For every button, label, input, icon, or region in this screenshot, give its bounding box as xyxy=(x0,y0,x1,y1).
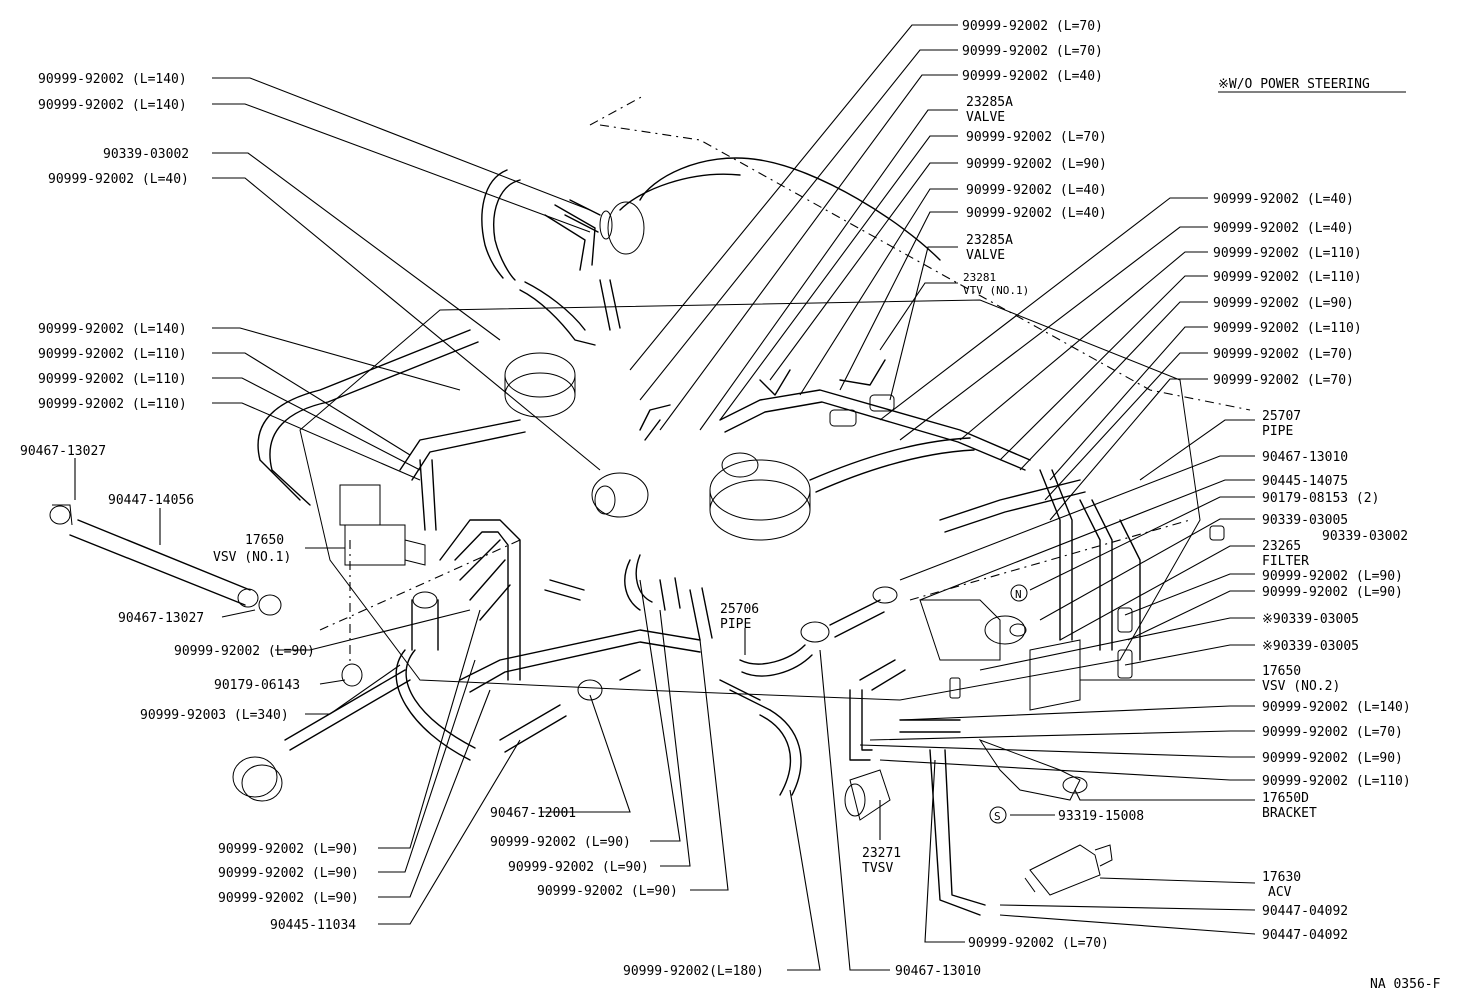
label-q9-part: 25707 xyxy=(1262,409,1301,424)
label-q17: 90999-92002 (L=90) xyxy=(1262,585,1403,600)
label-q23: 90999-92002 (L=90) xyxy=(1262,751,1403,766)
label-r10-name: VTV (NO.1) xyxy=(963,284,1029,297)
label-r9-part: 23285A xyxy=(966,233,1013,248)
label-b2: 90999-92002 (L=90) xyxy=(218,866,359,881)
label-b10: 90467-13010 xyxy=(895,964,981,979)
label-m2-name: TVSV xyxy=(862,861,893,876)
label-b3: 90999-92002 (L=90) xyxy=(218,891,359,906)
label-r10-part: 23281 xyxy=(963,271,996,284)
label-l14: 90179-06143 xyxy=(214,678,300,693)
label-b6: 90999-92002 (L=90) xyxy=(490,835,631,850)
label-r1: 90999-92002 (L=70) xyxy=(962,19,1103,34)
label-q13: 90339-03005 xyxy=(1262,513,1348,528)
label-l5: 90999-92002 (L=140) xyxy=(38,322,187,337)
label-l3: 90339-03002 xyxy=(103,147,189,162)
label-l8: 90999-92002 (L=110) xyxy=(38,397,187,412)
label-q8: 90999-92002 (L=70) xyxy=(1213,373,1354,388)
label-q6: 90999-92002 (L=110) xyxy=(1213,321,1362,336)
label-l1: 90999-92002 (L=140) xyxy=(38,72,187,87)
label-q14: 90339-03002 xyxy=(1322,529,1408,544)
label-r8: 90999-92002 (L=40) xyxy=(966,206,1107,221)
label-b4: 90445-11034 xyxy=(270,918,356,933)
label-q19: ※90339-03005 xyxy=(1262,639,1359,654)
label-q21: 90999-92002 (L=140) xyxy=(1262,700,1411,715)
label-l11-name: VSV (NO.1) xyxy=(213,550,291,565)
mark-n-letter: N xyxy=(1015,588,1022,601)
label-q10: 90467-13010 xyxy=(1262,450,1348,465)
label-r5: 90999-92002 (L=70) xyxy=(966,130,1107,145)
label-q15-part: 23265 xyxy=(1262,539,1301,554)
label-q28: 90447-04092 xyxy=(1262,904,1348,919)
label-q4: 90999-92002 (L=110) xyxy=(1213,270,1362,285)
label-q24: 90999-92002 (L=110) xyxy=(1262,774,1411,789)
label-q11: 90445-14075 xyxy=(1262,474,1348,489)
label-r9-name: VALVE xyxy=(966,248,1005,263)
label-b7: 90999-92002 (L=90) xyxy=(508,860,649,875)
label-l4: 90999-92002 (L=40) xyxy=(48,172,189,187)
label-q27-name: ACV xyxy=(1268,885,1292,900)
label-l12: 90467-13027 xyxy=(118,611,204,626)
label-q1: 90999-92002 (L=40) xyxy=(1213,192,1354,207)
label-r4-part: 23285A xyxy=(966,95,1013,110)
label-l13: 90999-92002 (L=90) xyxy=(174,644,315,659)
label-q25-name: BRACKET xyxy=(1262,806,1317,821)
label-q25-part: 17650D xyxy=(1262,791,1309,806)
label-q22: 90999-92002 (L=70) xyxy=(1262,725,1403,740)
label-l6: 90999-92002 (L=110) xyxy=(38,347,187,362)
power-steering-note: ※W/O POWER STEERING xyxy=(1218,77,1370,92)
label-m2-part: 23271 xyxy=(862,846,901,861)
leader-lines xyxy=(74,24,1256,971)
label-r3: 90999-92002 (L=40) xyxy=(962,69,1103,84)
label-l15: 90999-92003 (L=340) xyxy=(140,708,289,723)
label-q20-part: 17650 xyxy=(1262,664,1301,679)
label-q12: 90179-08153 (2) xyxy=(1262,491,1379,506)
label-l11-part: 17650 xyxy=(245,533,284,548)
mark-s-letter: S xyxy=(994,810,1001,823)
label-q27-part: 17630 xyxy=(1262,870,1301,885)
label-r2: 90999-92002 (L=70) xyxy=(962,44,1103,59)
label-q3: 90999-92002 (L=110) xyxy=(1213,246,1362,261)
label-l9: 90467-13027 xyxy=(20,444,106,459)
label-q16: 90999-92002 (L=90) xyxy=(1262,569,1403,584)
label-q20-name: VSV (NO.2) xyxy=(1262,679,1340,694)
label-q5: 90999-92002 (L=90) xyxy=(1213,296,1354,311)
label-q15-name: FILTER xyxy=(1262,554,1309,569)
mark-s: S xyxy=(989,806,1007,824)
label-m1-name: PIPE xyxy=(720,617,751,632)
label-q18: ※90339-03005 xyxy=(1262,612,1359,627)
label-r6: 90999-92002 (L=90) xyxy=(966,157,1107,172)
label-b9: 90999-92002(L=180) xyxy=(623,964,764,979)
label-l2: 90999-92002 (L=140) xyxy=(38,98,187,113)
label-l10: 90447-14056 xyxy=(108,493,194,508)
part-labels: ※W/O POWER STEERING NA 0356-F 90999-9200… xyxy=(20,19,1441,992)
label-b5: 90467-12001 xyxy=(490,806,576,821)
label-b8: 90999-92002 (L=90) xyxy=(537,884,678,899)
label-q9-name: PIPE xyxy=(1262,424,1293,439)
label-q26: 93319-15008 xyxy=(1058,809,1144,824)
mark-n: N xyxy=(1010,584,1028,602)
engine-line-art xyxy=(49,94,1251,916)
label-l7: 90999-92002 (L=110) xyxy=(38,372,187,387)
label-q7: 90999-92002 (L=70) xyxy=(1213,347,1354,362)
label-b1: 90999-92002 (L=90) xyxy=(218,842,359,857)
label-b11: 90999-92002 (L=70) xyxy=(968,936,1109,951)
label-r7: 90999-92002 (L=40) xyxy=(966,183,1107,198)
label-m1-part: 25706 xyxy=(720,602,759,617)
label-q29: 90447-04092 xyxy=(1262,928,1348,943)
label-q2: 90999-92002 (L=40) xyxy=(1213,221,1354,236)
figure-code: NA 0356-F xyxy=(1370,977,1441,992)
label-r4-name: VALVE xyxy=(966,110,1005,125)
